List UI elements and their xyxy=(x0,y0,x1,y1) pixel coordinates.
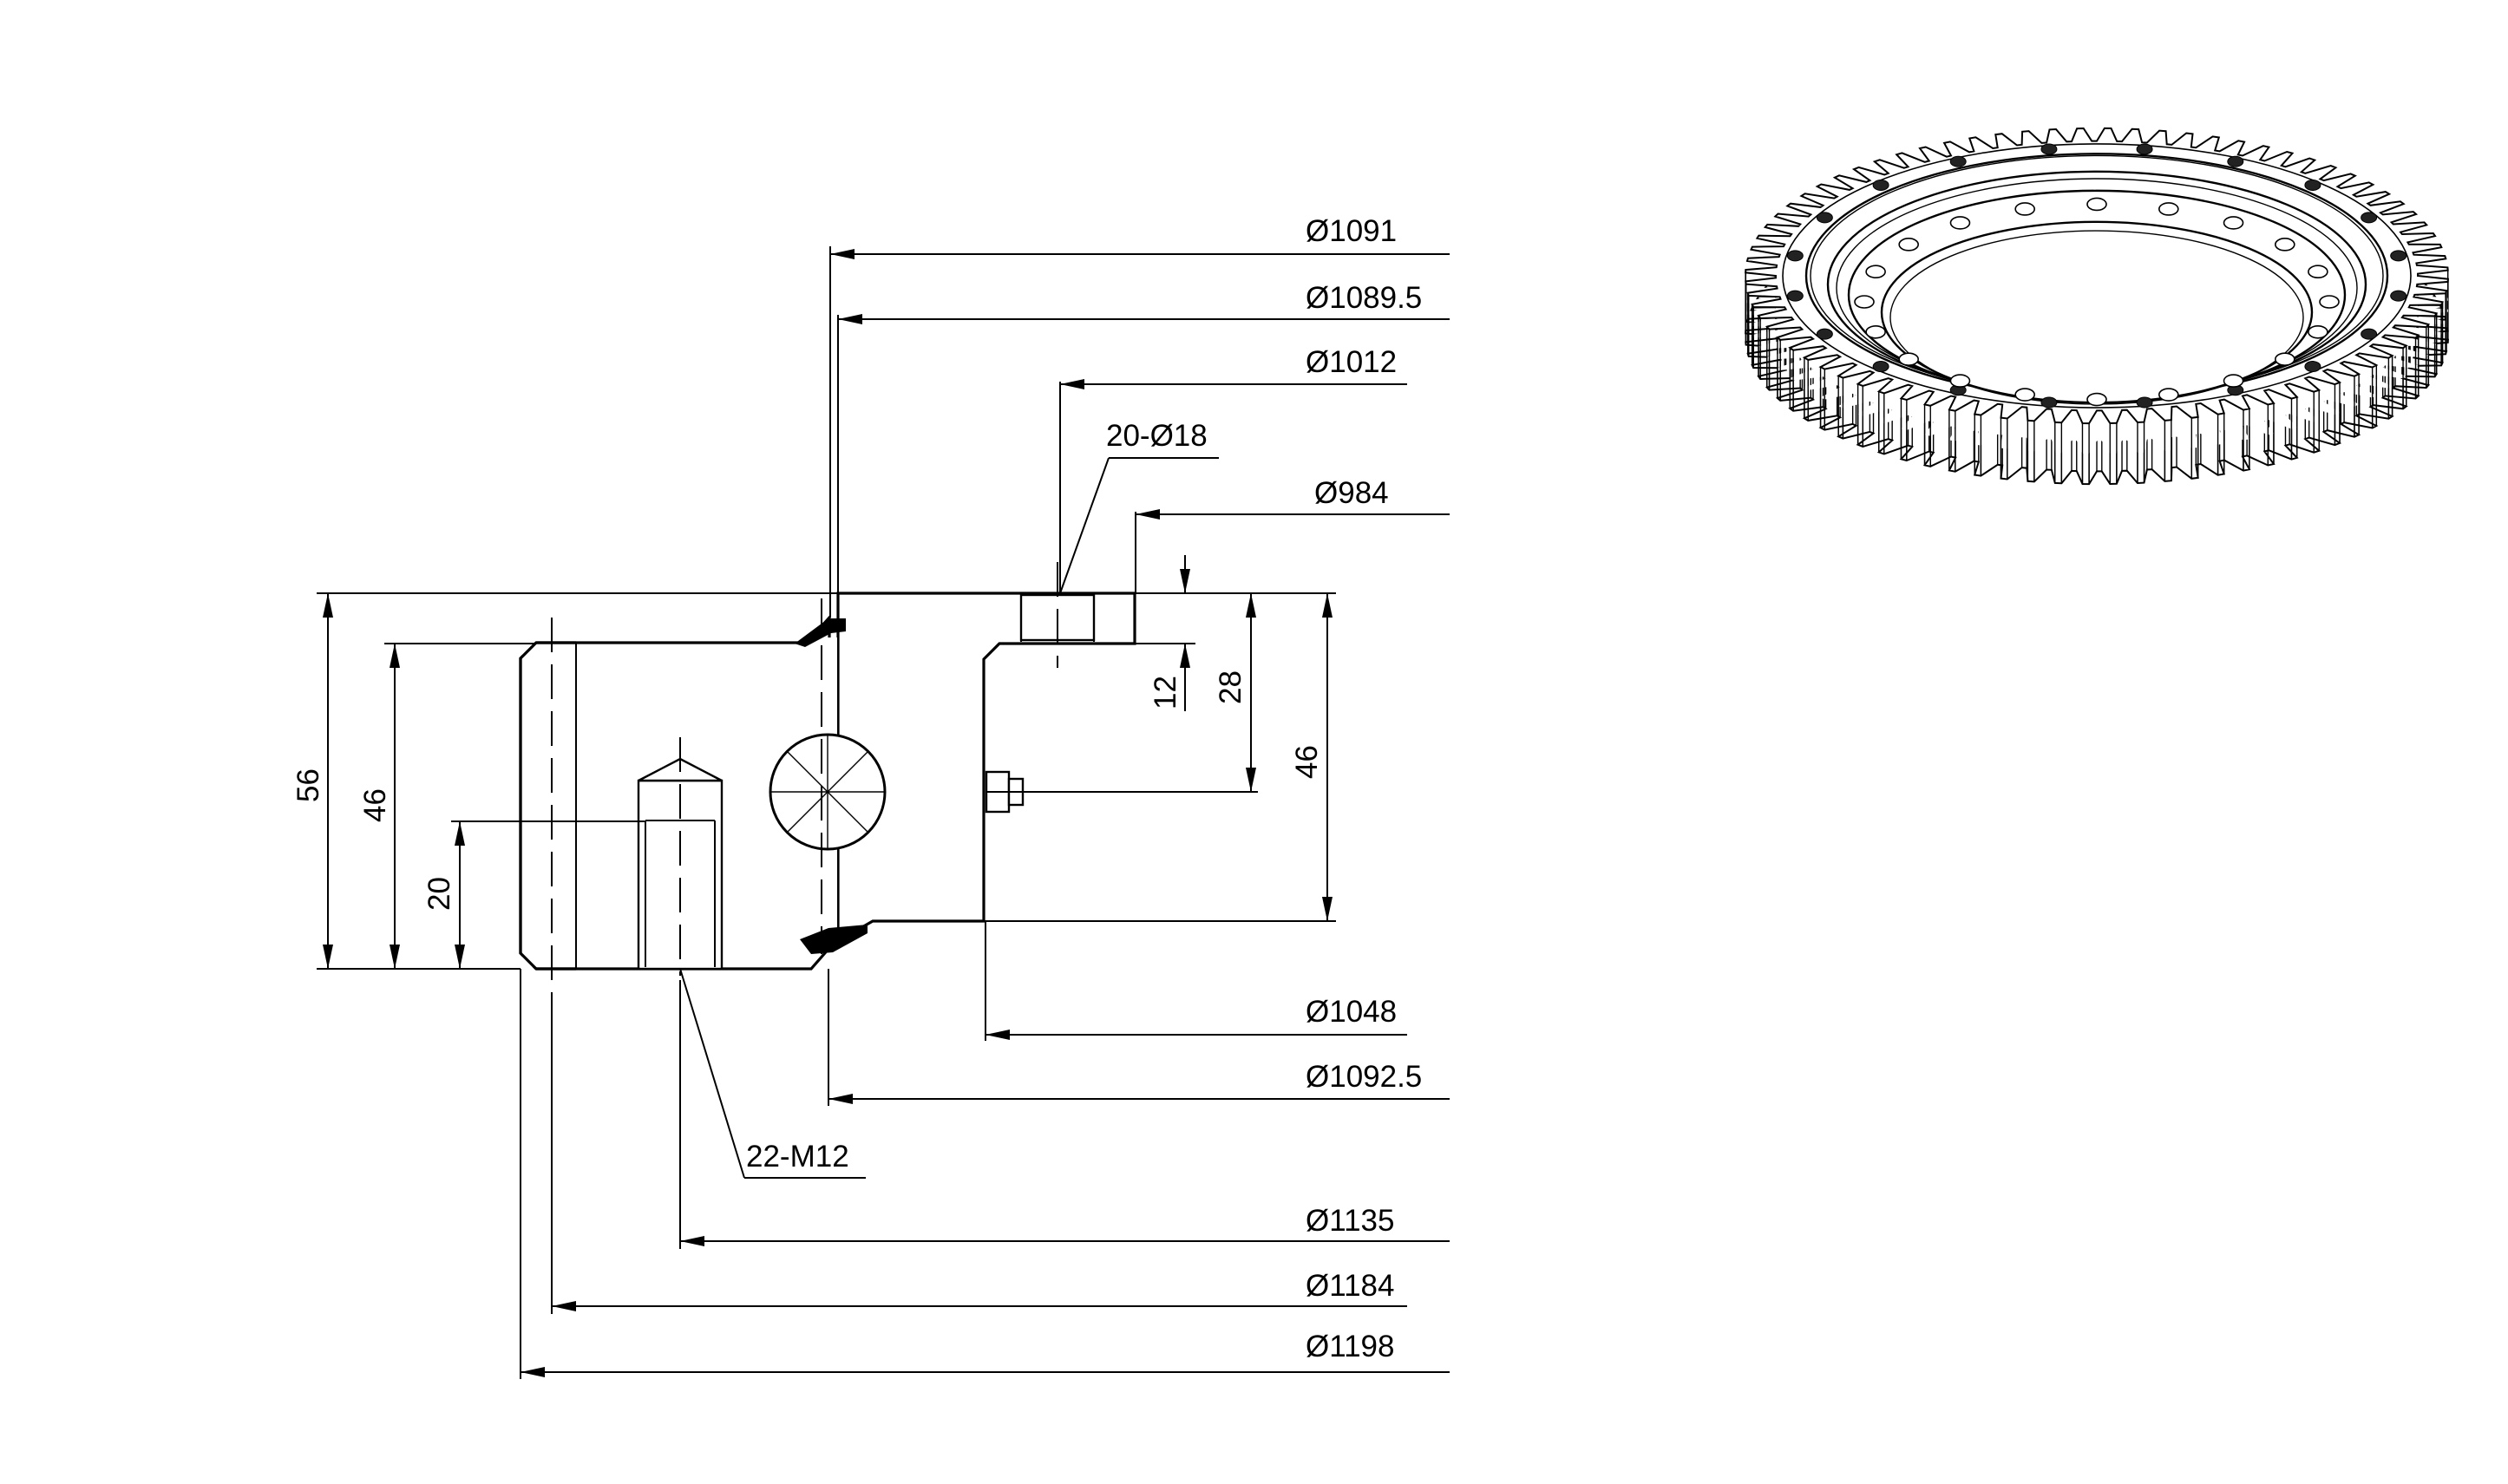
label-d1092-5: Ø1092.5 xyxy=(1306,1060,1422,1094)
label-thread-holes: 22-M12 xyxy=(746,1140,849,1173)
bolt-hole-outer xyxy=(1816,212,1833,224)
bolt-hole-inner xyxy=(2014,202,2035,216)
dimension-labels: Ø1091 Ø1089.5 Ø1012 20-Ø18 Ø984 Ø1048 Ø1… xyxy=(291,214,1422,1363)
label-d1048: Ø1048 xyxy=(1306,995,1397,1029)
bolt-hole-inner xyxy=(2275,238,2295,252)
bolt-hole-inner xyxy=(2086,392,2107,407)
bolt-hole-outer xyxy=(2040,143,2058,155)
label-d1184: Ø1184 xyxy=(1306,1269,1395,1303)
dimension-lines xyxy=(317,246,1450,1379)
bolt-hole-outer xyxy=(2390,250,2407,262)
bolt-hole-outer xyxy=(2136,143,2153,155)
bolt-hole-outer xyxy=(1816,328,1833,340)
label-h12: 12 xyxy=(1149,676,1182,709)
grease-nipple xyxy=(985,770,1025,814)
bolt-hole-inner xyxy=(1898,352,1919,366)
bolt-hole-outer xyxy=(2304,179,2321,191)
bolt-hole-outer xyxy=(2227,155,2244,167)
label-h20: 20 xyxy=(422,877,456,911)
bolt-hole-inner xyxy=(1949,216,1971,230)
ring-edge xyxy=(1782,143,2412,409)
bolt-hole-inner xyxy=(2014,388,2035,402)
bolt-hole-outer xyxy=(1949,155,1967,167)
bolt-hole-inner xyxy=(2308,324,2328,339)
ring-edge xyxy=(1880,220,2314,404)
bolt-hole-inner xyxy=(2275,352,2295,366)
label-h46-right: 46 xyxy=(1290,745,1324,779)
bolt-hole-inner xyxy=(1865,324,1886,339)
label-d1135: Ø1135 xyxy=(1306,1204,1395,1238)
cross-section xyxy=(519,562,1136,997)
bolt-hole-outer xyxy=(2390,290,2407,302)
label-d1091: Ø1091 xyxy=(1306,214,1397,248)
label-d984: Ø984 xyxy=(1314,476,1389,510)
label-h46-left: 46 xyxy=(358,788,392,822)
bolt-hole-outer xyxy=(1872,179,1889,191)
bolt-hole-inner xyxy=(2086,197,2107,212)
label-d1089-5: Ø1089.5 xyxy=(1306,281,1422,315)
bolt-hole-inner xyxy=(2319,295,2340,309)
top-seal xyxy=(795,618,846,647)
bolt-hole-outer xyxy=(2040,396,2058,409)
bolt-hole-outer xyxy=(1786,290,1804,302)
bolt-hole-inner xyxy=(1865,265,1886,279)
bolt-hole-inner xyxy=(2308,265,2328,279)
label-holes-top: 20-Ø18 xyxy=(1106,419,1208,453)
bolt-hole-inner xyxy=(2158,202,2179,216)
bolt-hole-inner xyxy=(2223,216,2244,230)
bolt-hole-outer xyxy=(1872,361,1889,373)
bolt-hole-outer xyxy=(2361,212,2378,224)
inner-ring-section xyxy=(836,592,1136,944)
bottom-seal xyxy=(800,925,868,954)
bolt-hole-outer xyxy=(1786,250,1804,262)
label-d1198: Ø1198 xyxy=(1306,1330,1395,1363)
bolt-hole-inner xyxy=(1854,295,1875,309)
label-h28: 28 xyxy=(1214,670,1247,704)
bolt-hole-outer xyxy=(2361,328,2378,340)
bolt-hole-outer xyxy=(2304,361,2321,373)
bolt-hole-outer xyxy=(2136,396,2153,409)
bolt-hole-inner xyxy=(1949,374,1971,388)
label-h56: 56 xyxy=(291,768,325,802)
slewing-ring-3d-view xyxy=(1745,127,2449,486)
bolt-hole-inner xyxy=(1898,238,1919,252)
label-d1012: Ø1012 xyxy=(1306,345,1397,379)
bolt-hole-inner xyxy=(2223,374,2244,388)
bolt-hole-inner xyxy=(2158,388,2179,402)
